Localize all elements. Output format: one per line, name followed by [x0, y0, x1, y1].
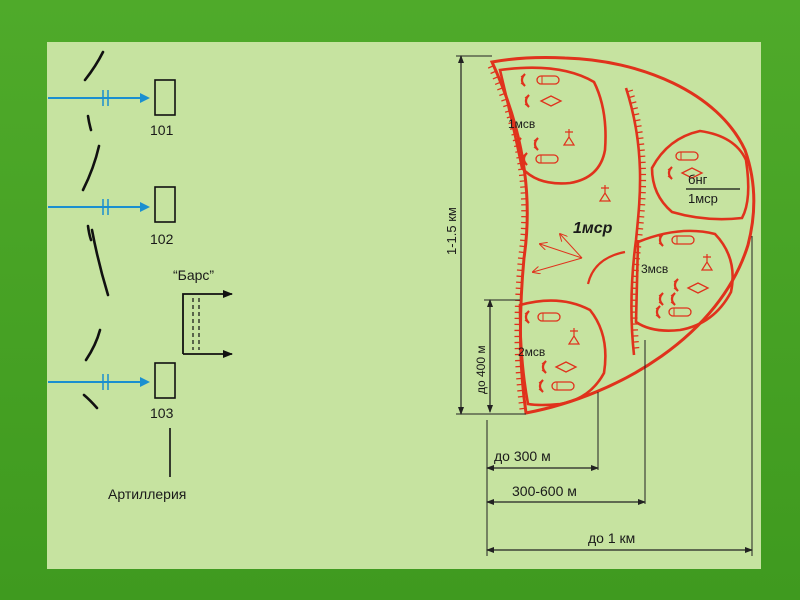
- trench-hatch: [634, 119, 641, 122]
- company-label: 1мср: [573, 220, 613, 237]
- fire-arrows: [533, 234, 583, 272]
- dist-300-label: до 300 м: [494, 448, 551, 464]
- trench-hatch: [637, 221, 644, 224]
- dimension-horizontal: [486, 236, 753, 556]
- unit-label: 101: [150, 122, 174, 138]
- trench-hatch: [517, 395, 524, 398]
- trench-hatch: [490, 70, 497, 75]
- trench-hatch: [638, 149, 645, 152]
- trench-hatch: [638, 143, 645, 146]
- trench-hatch: [633, 346, 640, 349]
- trench-hatch: [637, 227, 644, 230]
- trench-hatch: [517, 263, 524, 266]
- trench-hatch: [516, 383, 523, 386]
- trench-hatch: [631, 107, 638, 110]
- trench-hatch: [499, 92, 506, 97]
- unit-101: 101: [48, 79, 176, 138]
- trench-hatch: [519, 245, 526, 248]
- trench-hatch: [519, 180, 526, 183]
- trench-hatch: [519, 407, 526, 410]
- platoon-3-symbols: [654, 232, 713, 320]
- platoon-3-area: [634, 229, 734, 332]
- trench-hatch: [492, 76, 499, 80]
- dist-300-600-label: 300-600 м: [512, 483, 577, 499]
- unit-symbol: [154, 362, 176, 399]
- arrow-ticks: [102, 90, 109, 106]
- bng-label: бнг: [688, 172, 708, 187]
- arrow-ticks: [102, 199, 109, 215]
- trench-hatch: [638, 215, 645, 218]
- artillery-label: Артиллерия: [108, 486, 186, 502]
- trench-hatch: [636, 131, 643, 134]
- trench-hatch: [518, 251, 525, 254]
- dimension-front: 1-1.5 км: [444, 55, 526, 415]
- trench-hatch: [635, 125, 642, 128]
- unit-102: 102: [48, 186, 176, 247]
- platoon-2-area: [518, 299, 607, 407]
- arrow-ticks: [102, 374, 109, 390]
- trench-hatch: [517, 257, 525, 260]
- platoon-3-label: 3мсв: [641, 262, 668, 276]
- trench-hatch: [518, 401, 525, 404]
- trench-hatch: [633, 113, 640, 116]
- front-width-label: 1-1.5 км: [444, 207, 459, 255]
- bars-label: “Барс”: [173, 267, 214, 283]
- reserve-arc: [586, 250, 626, 285]
- unit-symbol: [154, 79, 176, 116]
- platoon-2-label: 2мсв: [518, 345, 545, 359]
- unit-label: 103: [150, 405, 174, 421]
- dimension-depth-400: до 400 м: [474, 299, 520, 413]
- company-position: 1мср 1мсв 2мсв 3мсв бнг 1мср: [487, 56, 756, 415]
- unit-103: 103: [48, 362, 176, 421]
- trench-hatch: [628, 95, 635, 99]
- bng-area: [650, 129, 750, 221]
- platoon-1-label: 1мсв: [508, 117, 535, 131]
- diagram-panel: 101 102 103 “Барс” Артиллерия: [47, 42, 761, 569]
- trench-hatch: [497, 87, 504, 91]
- trench-hatch: [518, 174, 526, 177]
- enemy-front-line: [81, 50, 110, 410]
- unit-symbol: [154, 186, 176, 223]
- trench-hatch: [494, 81, 501, 86]
- trench-hatch: [637, 137, 644, 140]
- artillery: Артиллерия: [108, 428, 186, 502]
- bng-sub-label: 1мср: [688, 191, 718, 206]
- trench-hatch: [517, 389, 524, 392]
- unit-label: 102: [150, 231, 174, 247]
- dist-1km-label: до 1 км: [588, 530, 635, 546]
- trench-hatch: [627, 89, 634, 93]
- depth-400-label: до 400 м: [474, 345, 488, 394]
- trench-hatch: [630, 101, 637, 104]
- company-command-post: [599, 184, 611, 202]
- trench-hatch: [520, 239, 527, 242]
- bars-detachment: “Барс”: [173, 267, 233, 358]
- trench-hatch: [636, 233, 643, 236]
- trench-hatch: [487, 65, 494, 69]
